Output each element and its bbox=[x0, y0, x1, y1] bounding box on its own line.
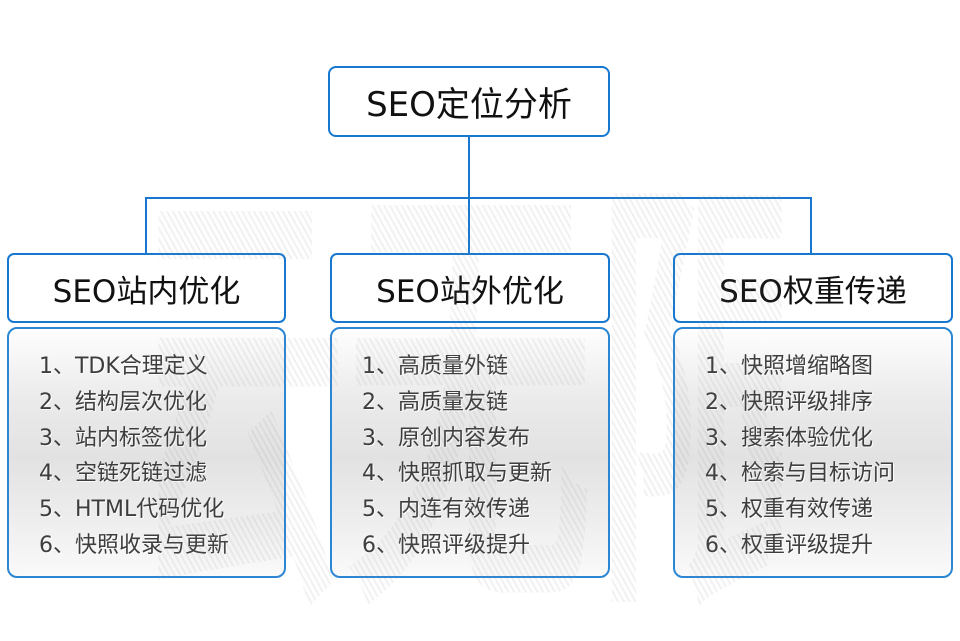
panel-title-offsite: SEO站外优化 bbox=[376, 273, 564, 310]
list-item: 1、高质量外链 bbox=[362, 354, 508, 379]
panel-body-weight-transfer: 1、快照增缩略图 2、快照评级排序 3、搜索体验优化 4、检索与目标访问 5、权… bbox=[673, 327, 953, 578]
list-item: 1、TDK合理定义 bbox=[39, 354, 208, 379]
list-item: 1、快照增缩略图 bbox=[705, 354, 873, 379]
list-item: 2、快照评级排序 bbox=[705, 389, 873, 415]
list-item: 3、原创内容发布 bbox=[362, 425, 530, 451]
panel-header-offsite: SEO站外优化 bbox=[330, 253, 610, 323]
panel-body-offsite: 1、高质量外链 2、高质量友链 3、原创内容发布 4、快照抓取与更新 5、内连有… bbox=[330, 327, 610, 578]
list-item: 6、权重评级提升 bbox=[705, 532, 873, 558]
panel-title-onsite: SEO站内优化 bbox=[52, 273, 241, 310]
list-item: 4、检索与目标访问 bbox=[705, 461, 895, 487]
panel-header-onsite: SEO站内优化 bbox=[7, 253, 286, 323]
list-item: 6、快照收录与更新 bbox=[39, 532, 229, 558]
list-item: 5、内连有效传递 bbox=[362, 497, 530, 523]
panel-header-weight-transfer: SEO权重传递 bbox=[673, 253, 953, 323]
list-item: 3、站内标签优化 bbox=[39, 425, 207, 451]
root-node-title: SEO定位分析 bbox=[366, 85, 572, 125]
panel-title-weight-transfer: SEO权重传递 bbox=[719, 273, 907, 310]
list-item: 3、搜索体验优化 bbox=[705, 425, 873, 451]
list-item: 2、高质量友链 bbox=[362, 389, 508, 415]
list-item: 5、HTML代码优化 bbox=[39, 497, 225, 523]
connector-branch-bracket bbox=[145, 197, 812, 253]
list-item: 4、快照抓取与更新 bbox=[362, 461, 552, 487]
list-item: 2、结构层次优化 bbox=[39, 389, 207, 415]
connector-center-vertical-line bbox=[468, 137, 470, 253]
list-item: 6、快照评级提升 bbox=[362, 532, 530, 558]
list-item: 5、权重有效传递 bbox=[705, 497, 873, 523]
list-item: 4、空链死链过滤 bbox=[39, 461, 207, 487]
panel-body-onsite: 1、TDK合理定义 2、结构层次优化 3、站内标签优化 4、空链死链过滤 5、H… bbox=[7, 327, 286, 578]
root-node-seo-positioning: SEO定位分析 bbox=[328, 66, 610, 137]
